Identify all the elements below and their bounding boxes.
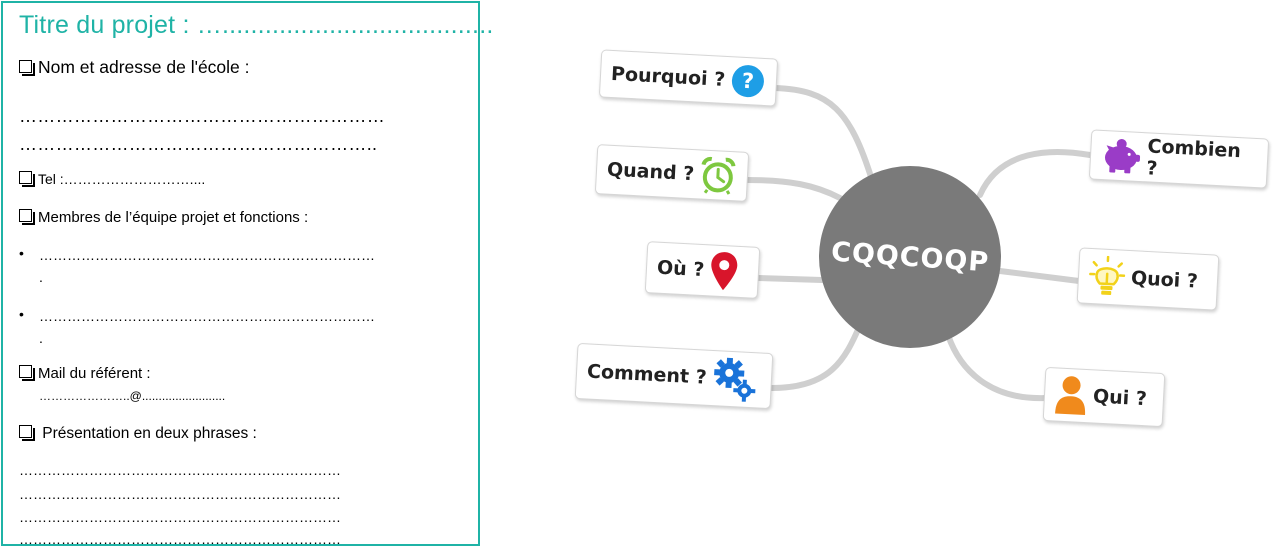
team-label: Membres de l’équipe projet et fonctions … (38, 209, 309, 226)
presentation-line-4[interactable]: …………………………………………………………… (19, 531, 341, 547)
school-line-1[interactable]: …………………………………………………… (19, 106, 385, 126)
checkbox-icon[interactable] (19, 425, 35, 441)
checkbox-icon[interactable] (19, 171, 35, 187)
center-label: CQQCOQP (829, 236, 990, 278)
ou-label: Où ? (656, 256, 705, 282)
school-label: Nom et adresse de l'école : (38, 57, 250, 77)
node-pourquoi[interactable]: Pourquoi ? ? (598, 49, 779, 107)
presentation-field[interactable]: Présentation en deux phrases : (19, 425, 257, 443)
mail-field[interactable]: Mail du référent : (19, 365, 151, 382)
team-line-1-tail: . (39, 269, 43, 285)
team-line-2[interactable]: ……………………………………………………………… (39, 308, 375, 324)
school-field[interactable]: Nom et adresse de l'école : (19, 57, 250, 78)
mind-map: CQQCOQP Pourquoi ? ? Quand ? Où ? Commen… (560, 30, 1277, 450)
comment-label: Comment ? (586, 360, 708, 389)
node-ou[interactable]: Où ? (644, 241, 761, 299)
tel-text: Tel :……………………….... (38, 171, 206, 187)
alarm-clock-icon (701, 156, 736, 195)
combien-label: Combien ? (1145, 135, 1242, 180)
presentation-line-2[interactable]: …………………………………………………………… (19, 486, 341, 502)
node-qui[interactable]: Qui ? (1042, 366, 1166, 428)
gears-icon (713, 357, 756, 402)
project-form: Titre du projet : ….....................… (1, 1, 493, 547)
svg-text:?: ? (741, 69, 754, 94)
node-quoi[interactable]: Quoi ? (1076, 247, 1220, 311)
presentation-label: Présentation en deux phrases : (38, 425, 257, 442)
checkbox-icon[interactable] (19, 60, 35, 76)
person-icon (1055, 376, 1086, 416)
tel-field[interactable]: Tel :……………………….... (19, 171, 205, 187)
node-quand[interactable]: Quand ? (594, 144, 750, 202)
team-bullet-1: • (19, 245, 24, 261)
presentation-line-3[interactable]: …………………………………………………………… (19, 509, 341, 525)
presentation-line-1[interactable]: …………………………………………………………… (19, 462, 341, 478)
qui-label: Qui ? (1092, 385, 1148, 411)
mindmap-center: CQQCOQP (819, 166, 1001, 348)
team-field[interactable]: Membres de l’équipe projet et fonctions … (19, 209, 308, 226)
checkbox-icon[interactable] (19, 365, 35, 381)
mail-line[interactable]: …………………..@......................... (39, 389, 226, 403)
checkbox-icon[interactable] (19, 209, 35, 225)
connector-lines (743, 85, 1093, 402)
team-bullet-2: • (19, 306, 24, 322)
piggy-bank-icon (1104, 138, 1141, 174)
school-line-2[interactable]: ………………………………………………….. (19, 134, 378, 154)
quand-label: Quand ? (606, 158, 695, 186)
lightbulb-icon (1088, 255, 1126, 296)
pourquoi-label: Pourquoi ? (610, 62, 726, 91)
form-title: Titre du projet : ….....................… (19, 11, 494, 39)
node-comment[interactable]: Comment ? (574, 342, 774, 410)
mail-label: Mail du référent : (38, 365, 151, 382)
team-line-2-tail: . (39, 330, 43, 346)
question-icon: ? (732, 65, 765, 98)
map-pin-icon (711, 252, 738, 291)
quoi-label: Quoi ? (1130, 267, 1199, 293)
team-line-1[interactable]: ……………………………………………………………… (39, 247, 375, 263)
node-combien[interactable]: Combien ? (1088, 129, 1270, 189)
